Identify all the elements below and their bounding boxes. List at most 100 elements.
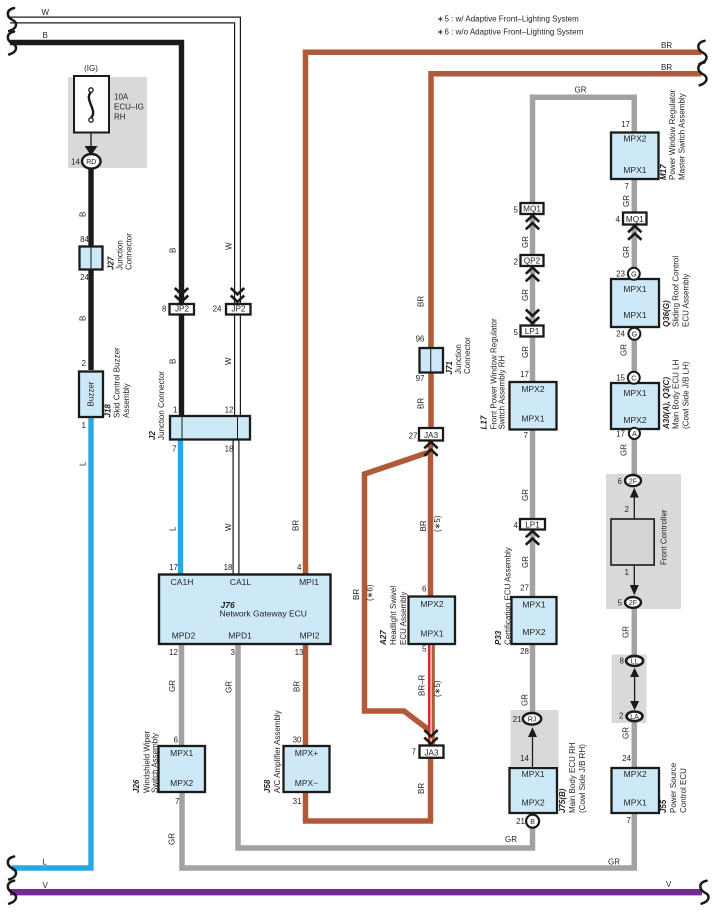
svg-text:B: B bbox=[79, 212, 88, 217]
svg-text:MPX1: MPX1 bbox=[420, 629, 443, 639]
svg-text:1: 1 bbox=[82, 421, 87, 430]
svg-text:BR–R: BR–R bbox=[418, 674, 427, 696]
svg-text:BR: BR bbox=[661, 41, 672, 50]
svg-text:A: A bbox=[632, 431, 637, 438]
svg-text:P33: P33 bbox=[494, 630, 503, 645]
svg-text:Switch Assembly: Switch Assembly bbox=[151, 733, 160, 793]
svg-text:MPI1: MPI1 bbox=[299, 577, 319, 587]
svg-text:Main Body ECU RH: Main Body ECU RH bbox=[568, 742, 577, 813]
svg-text:GR: GR bbox=[168, 833, 177, 845]
svg-text:1: 1 bbox=[625, 568, 630, 577]
svg-text:Buzzer: Buzzer bbox=[87, 381, 96, 406]
svg-text:W: W bbox=[224, 357, 233, 365]
svg-text:A27: A27 bbox=[379, 630, 388, 646]
svg-text:G: G bbox=[631, 272, 636, 279]
svg-text:MPX1: MPX1 bbox=[522, 600, 545, 610]
svg-text:2: 2 bbox=[514, 258, 519, 267]
svg-text:23: 23 bbox=[616, 270, 625, 279]
svg-text:2F: 2F bbox=[629, 478, 637, 485]
svg-text:W: W bbox=[42, 8, 50, 17]
svg-text:Junction Connector: Junction Connector bbox=[157, 371, 166, 440]
svg-text:84: 84 bbox=[80, 235, 89, 244]
svg-text:17: 17 bbox=[621, 120, 630, 129]
svg-text:Windshield Wiper: Windshield Wiper bbox=[143, 730, 152, 793]
svg-text:W: W bbox=[225, 242, 234, 250]
svg-text:21: 21 bbox=[516, 817, 525, 826]
svg-text:27: 27 bbox=[409, 432, 418, 441]
svg-text:Skid Control Buzzer: Skid Control Buzzer bbox=[113, 347, 122, 418]
svg-text:GR: GR bbox=[225, 681, 234, 693]
svg-text:2F: 2F bbox=[629, 600, 637, 607]
svg-text:Front Controller: Front Controller bbox=[660, 509, 669, 565]
svg-text:RJ: RJ bbox=[528, 717, 537, 724]
svg-text:GR: GR bbox=[521, 346, 530, 358]
svg-text:ECU Assembly: ECU Assembly bbox=[682, 274, 691, 327]
svg-text:31: 31 bbox=[293, 797, 302, 806]
svg-text:GR: GR bbox=[521, 694, 530, 706]
svg-text:BR: BR bbox=[293, 681, 302, 692]
svg-text:7: 7 bbox=[627, 816, 632, 825]
svg-text:MPX2: MPX2 bbox=[623, 134, 646, 144]
svg-text:5: 5 bbox=[618, 599, 623, 608]
svg-text:J71: J71 bbox=[445, 361, 454, 375]
svg-text:2: 2 bbox=[619, 712, 624, 721]
svg-text:LP1: LP1 bbox=[525, 327, 540, 336]
svg-text:27: 27 bbox=[520, 584, 529, 593]
svg-text:GR: GR bbox=[622, 626, 631, 638]
svg-text:Master Switch Assembly: Master Switch Assembly bbox=[678, 93, 687, 180]
svg-text:MPX1: MPX1 bbox=[521, 414, 544, 424]
svg-text:Junction: Junction bbox=[454, 344, 463, 374]
svg-text:GR: GR bbox=[505, 835, 517, 844]
svg-text:L: L bbox=[43, 858, 48, 867]
svg-text:5: 5 bbox=[422, 645, 427, 654]
svg-text:(IG): (IG) bbox=[84, 64, 98, 73]
svg-text:7: 7 bbox=[625, 182, 630, 191]
svg-text:L: L bbox=[169, 526, 178, 531]
svg-text:12: 12 bbox=[225, 406, 234, 415]
svg-text:W: W bbox=[224, 523, 233, 531]
svg-text:LL: LL bbox=[631, 659, 639, 666]
svg-text:B: B bbox=[530, 819, 535, 826]
svg-text:BR: BR bbox=[352, 589, 361, 600]
svg-text:4: 4 bbox=[616, 215, 621, 224]
svg-text:LP1: LP1 bbox=[525, 521, 540, 530]
svg-text:7: 7 bbox=[412, 748, 417, 757]
svg-text:30: 30 bbox=[293, 736, 302, 745]
svg-text:J18: J18 bbox=[104, 404, 113, 418]
svg-text:GR: GR bbox=[521, 236, 530, 248]
svg-text:LA: LA bbox=[630, 714, 639, 721]
svg-text:Q36(G): Q36(G) bbox=[662, 300, 671, 327]
svg-text:21: 21 bbox=[513, 715, 522, 724]
svg-text:Control ECU: Control ECU bbox=[679, 768, 688, 813]
svg-text:MPX1: MPX1 bbox=[522, 769, 545, 779]
svg-text:15: 15 bbox=[616, 374, 625, 383]
svg-text:MPX1: MPX1 bbox=[623, 284, 646, 294]
svg-text:J58: J58 bbox=[263, 779, 272, 793]
svg-text:MPD1: MPD1 bbox=[228, 631, 252, 641]
svg-text:Connector: Connector bbox=[463, 337, 472, 374]
svg-text:18: 18 bbox=[225, 445, 234, 454]
svg-text:JA3: JA3 bbox=[424, 431, 439, 440]
svg-text:J2: J2 bbox=[148, 431, 157, 440]
svg-text:3: 3 bbox=[231, 648, 236, 657]
svg-text:7: 7 bbox=[175, 797, 180, 806]
svg-text:BR: BR bbox=[417, 296, 426, 307]
svg-text:BR: BR bbox=[292, 520, 301, 531]
svg-text:MPX1: MPX1 bbox=[623, 388, 646, 398]
svg-text:14: 14 bbox=[71, 158, 80, 167]
svg-text:ECU–IG: ECU–IG bbox=[114, 103, 144, 112]
svg-text:M17: M17 bbox=[659, 164, 668, 180]
svg-text:2: 2 bbox=[82, 359, 87, 368]
svg-text:Switch Assembly RH: Switch Assembly RH bbox=[498, 355, 507, 429]
svg-text:GR: GR bbox=[168, 680, 177, 692]
svg-text:J55: J55 bbox=[659, 799, 668, 813]
svg-text:JP2: JP2 bbox=[231, 305, 246, 314]
svg-text:A30(A), Q3(C): A30(A), Q3(C) bbox=[662, 377, 671, 430]
svg-text:GR: GR bbox=[521, 489, 530, 501]
svg-text:8: 8 bbox=[620, 657, 625, 666]
svg-text:8: 8 bbox=[162, 305, 167, 314]
svg-text:MPX2: MPX2 bbox=[522, 798, 545, 808]
svg-text:6: 6 bbox=[618, 477, 623, 486]
svg-text:97: 97 bbox=[416, 374, 425, 383]
svg-text:J76: J76 bbox=[221, 600, 235, 610]
